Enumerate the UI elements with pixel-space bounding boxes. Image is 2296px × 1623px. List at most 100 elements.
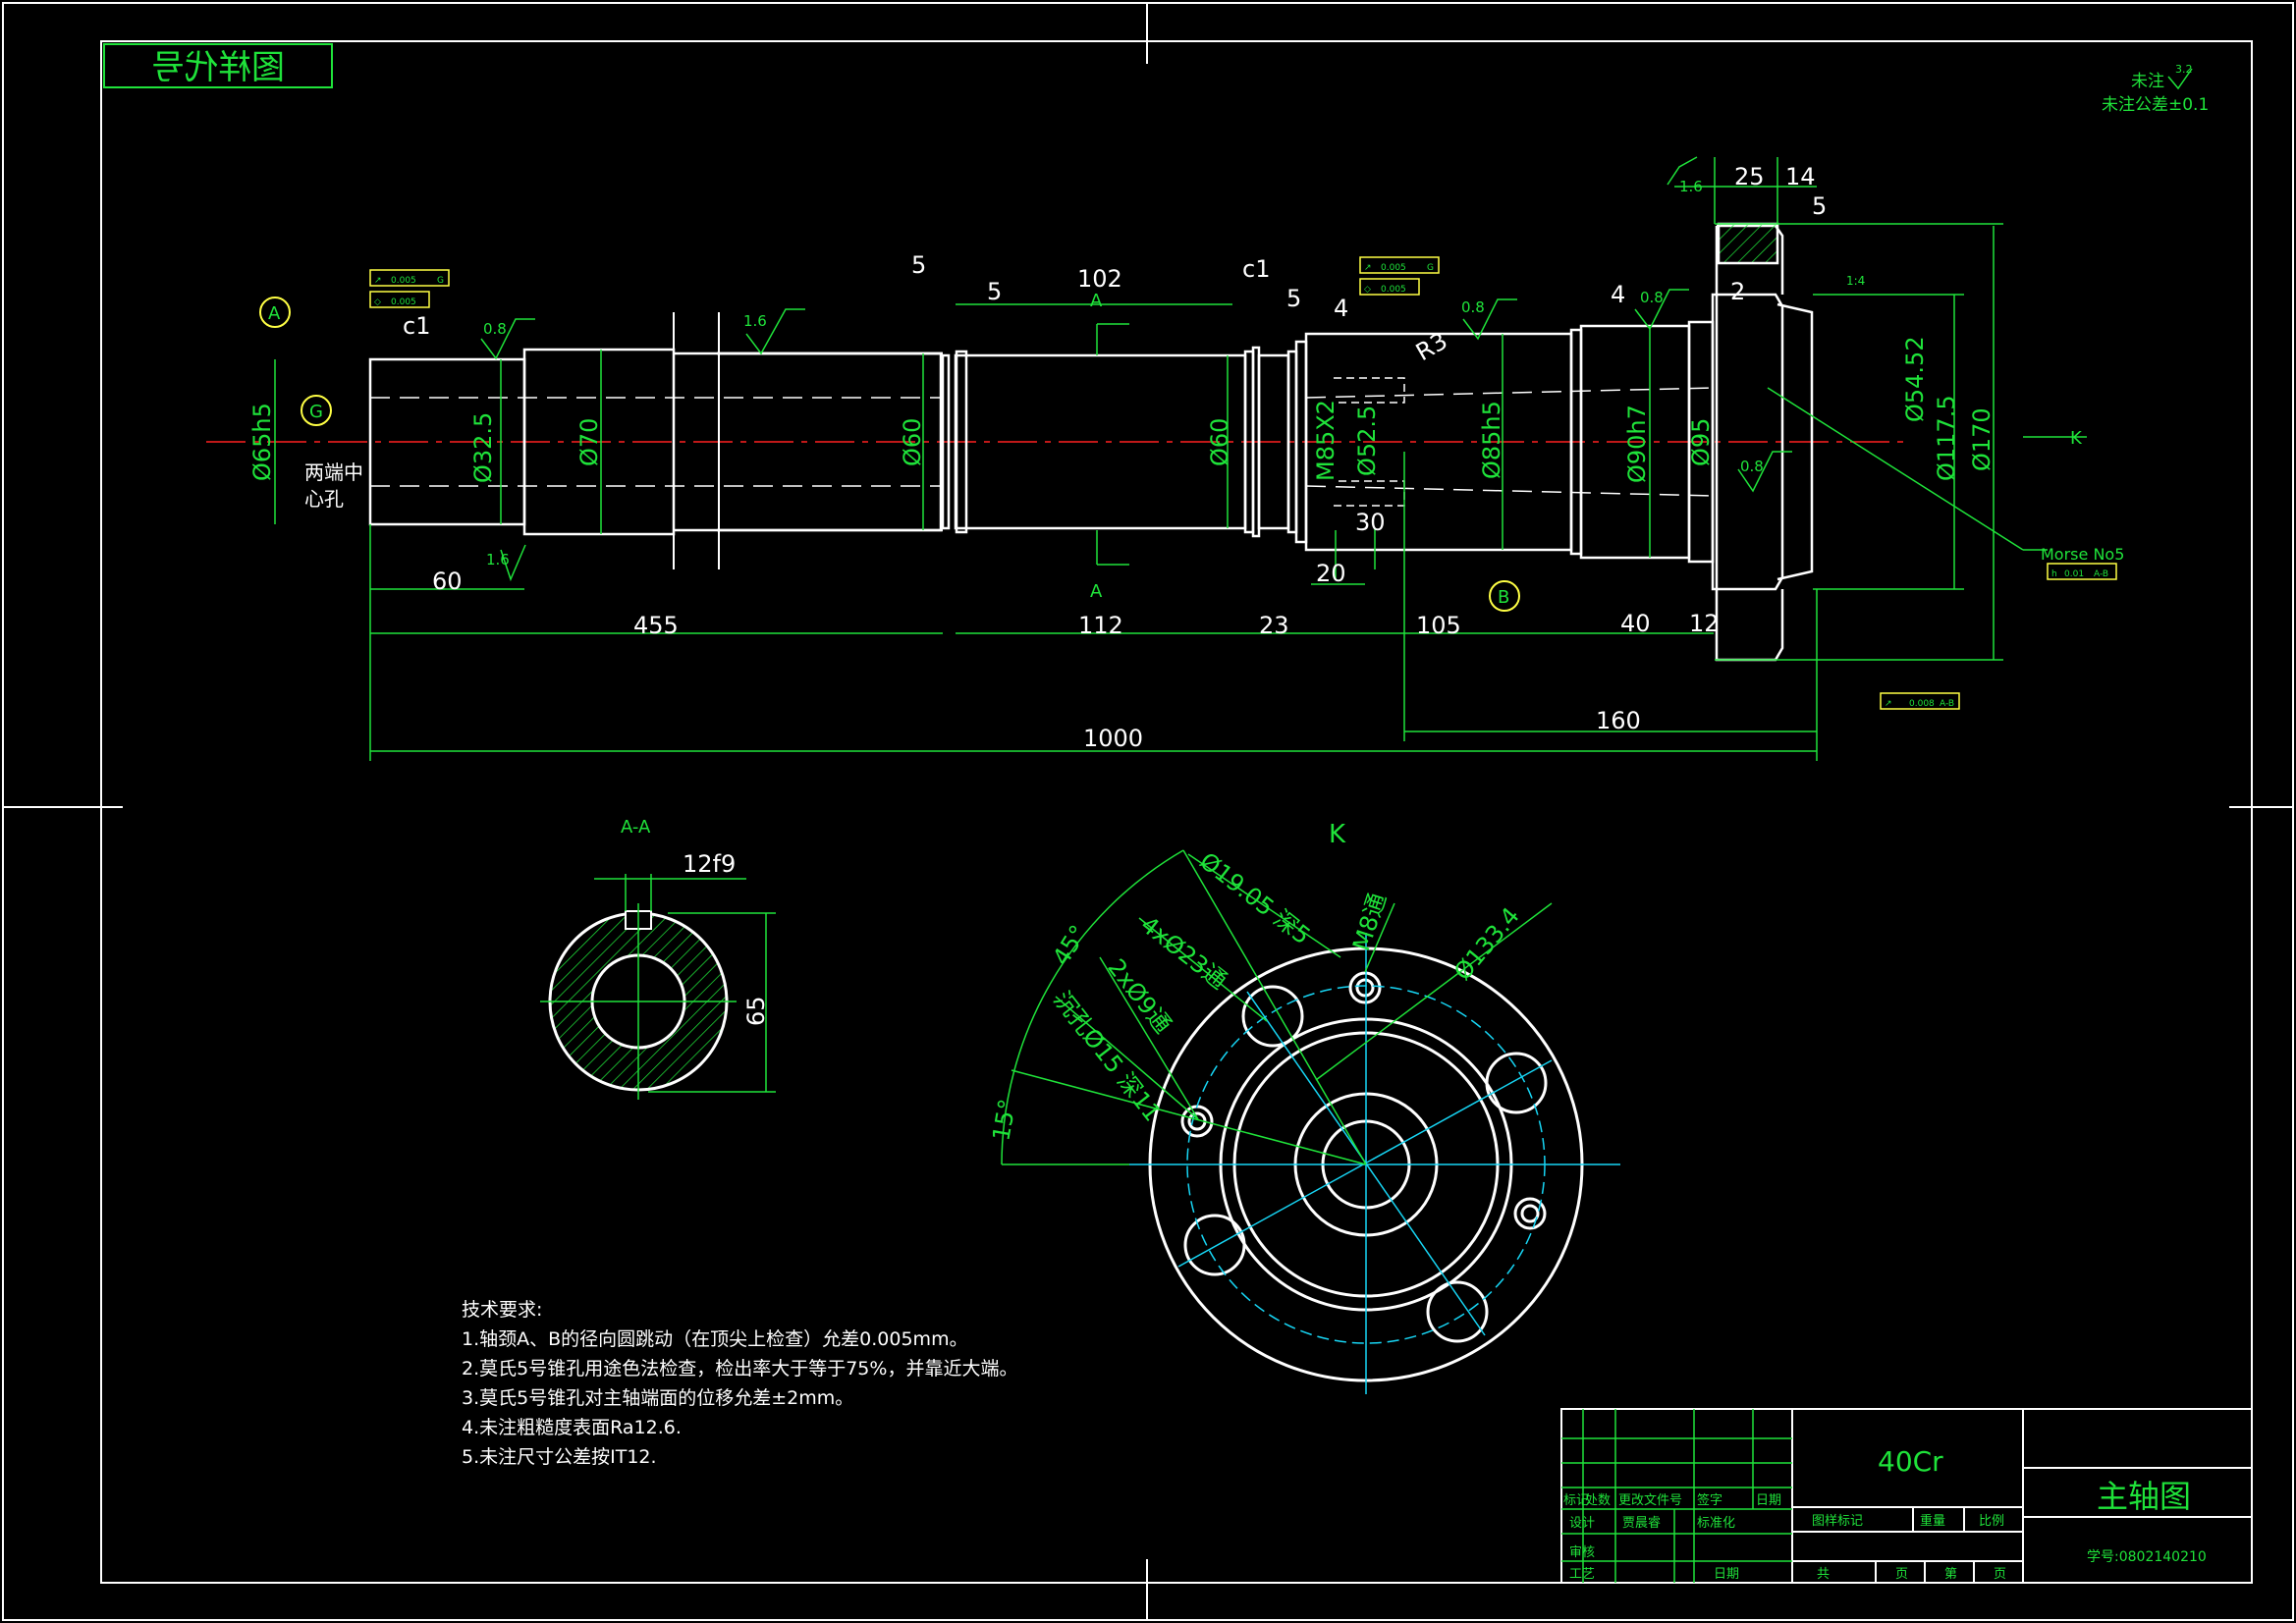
section-mark-top: A [1090,291,1103,311]
section-aa-title: A-A [621,817,651,838]
roughness-2: 1.6 [743,312,767,330]
surface-note-label: 未注 [2131,72,2164,91]
dim-d85: Ø85h5 [1478,401,1505,479]
gdt-left-cyl-value: 0.005 [391,298,416,307]
tb-label-count: 处数 [1585,1493,1611,1508]
tb-designer: 贾晨睿 [1622,1516,1661,1531]
dim-l23: 23 [1259,612,1289,639]
dim-d60b: Ø60 [1206,418,1233,466]
dim-l40: 40 [1620,610,1651,637]
gdt-left-runout-datum: G [437,276,444,286]
roughness-3: 1.6 [486,551,510,568]
dim-l5c: 5 [1286,285,1301,312]
datum-b: B [1498,587,1509,608]
gdt-mid-runout-value: 0.005 [1381,263,1406,273]
shaft-main-view: A A K [206,222,2087,662]
gdt-mid-runout-datum: G [1427,263,1434,273]
roughness-5: 0.8 [1640,289,1664,306]
tb-label-sign: 签字 [1697,1492,1722,1508]
tb-check: 审核 [1569,1545,1595,1560]
tb-design: 设计 [1569,1516,1595,1531]
dim-l1000: 1000 [1083,725,1143,752]
morse-label: Morse No5 [2041,545,2124,564]
gdt-left-runout-value: 0.005 [391,276,416,286]
gdt-bottom-symbol: ↗ [1885,699,1892,709]
roughness-1: 0.8 [483,320,507,338]
dim-c1a: c1 [403,312,430,340]
stamp-text: 图样代号 [151,48,285,87]
section-aa-height: 65 [742,996,770,1026]
main-dimension-lines [274,157,2048,761]
gdt-mid-cyl-value: 0.005 [1381,285,1406,295]
dim-l30: 30 [1355,509,1386,536]
roughness-7: 1.6 [1679,178,1703,195]
dim-l4b: 4 [1611,281,1625,308]
tech-req-1: 1.轴颈A、B的径向圆跳动（在顶尖上检查）允差0.005mm。 [462,1328,968,1350]
dim-d52: Ø52.5 [1353,406,1381,476]
gdt-morse-datum: A-B [2094,569,2108,579]
part-name: 主轴图 [2097,1478,2191,1515]
dim-l102: 102 [1077,265,1122,293]
tb-sheet: 第 [1944,1567,1957,1582]
gdt-left-cyl-symbol: ◇ [374,298,381,307]
dim-l2: 2 [1730,278,1745,305]
tech-req-3: 3.莫氏5号锥孔对主轴端面的位移允差±2mm。 [462,1387,853,1409]
tb-process-date: 日期 [1714,1567,1739,1582]
dim-l112: 112 [1078,612,1123,639]
general-surface-note: 未注 3.2 未注公差±0.1 [2102,63,2209,115]
gdt-mid-runout-symbol: ↗ [1364,263,1372,273]
dim-d90: Ø90h7 [1623,405,1651,483]
material: 40Cr [1878,1445,1943,1478]
tb-stage-mark: 图样标记 [1812,1514,1863,1529]
gdt-morse-symbol: h [2051,569,2057,579]
tb-total: 共 [1817,1567,1830,1582]
dim-l455: 455 [633,612,679,639]
dim-l5b: 5 [987,278,1002,305]
dim-d65: Ø65h5 [248,403,276,481]
tech-req-5: 5.未注尺寸公差按IT12. [462,1446,657,1468]
roughness-symbols [480,156,1792,582]
drawing-code-stamp: 图样代号 [103,43,333,88]
dim-l20: 20 [1316,560,1346,587]
datum-g: G [309,402,323,422]
taper-ratio: 1:4 [1846,274,1865,288]
dim-l5d: 5 [1812,192,1827,220]
datum-symbols: A G B [259,297,1520,612]
tb-label-date: 日期 [1756,1493,1781,1508]
surface-note-ra: 3.2 [2175,63,2193,76]
dim-d95: Ø95 [1687,418,1715,466]
center-hole-note-2: 心孔 [304,487,344,511]
dim-l5a: 5 [911,251,926,279]
dim-l4a: 4 [1334,295,1348,322]
tb-pages-2: 页 [1994,1567,2006,1582]
tb-label-change: 更改文件号 [1618,1493,1682,1508]
dim-l105: 105 [1416,612,1461,639]
student-number: 学号:0802140210 [2087,1549,2207,1565]
section-aa: A-A 12f9 65 [540,817,776,1100]
dim-d170: Ø170 [1968,407,1995,471]
dim-d5452: Ø54.52 [1901,336,1929,422]
tb-weight: 重量 [1920,1513,1945,1529]
dim-l160: 160 [1596,707,1641,734]
dim-d60a: Ø60 [899,418,926,466]
dim-l60: 60 [432,568,463,595]
dim-l12: 12 [1689,610,1720,637]
gdt-left-runout-symbol: ↗ [374,276,382,286]
gdt-morse-value: 0.01 [2064,569,2084,579]
center-hole-note-1: 两端中 [304,460,363,484]
section-aa-key-width: 12f9 [683,850,736,878]
dim-c1b: c1 [1242,255,1270,283]
tech-req-title: 技术要求: [462,1299,542,1321]
tech-req-2: 2.莫氏5号锥孔用途色法检查，检出率大于等于75%，并靠近大端。 [462,1358,1017,1380]
view-k-title: K [1329,820,1346,849]
dim-d32: Ø32.5 [469,412,497,483]
gdt-mid-cyl-symbol: ◇ [1364,285,1371,295]
gdt-frames [369,256,2117,710]
tb-process: 工艺 [1569,1567,1595,1582]
tech-req-4: 4.未注粗糙度表面Ra12.6. [462,1417,682,1438]
dim-l25: 25 [1734,163,1765,190]
dim-d1175: Ø117.5 [1933,395,1960,481]
dim-d70: Ø70 [575,418,603,466]
